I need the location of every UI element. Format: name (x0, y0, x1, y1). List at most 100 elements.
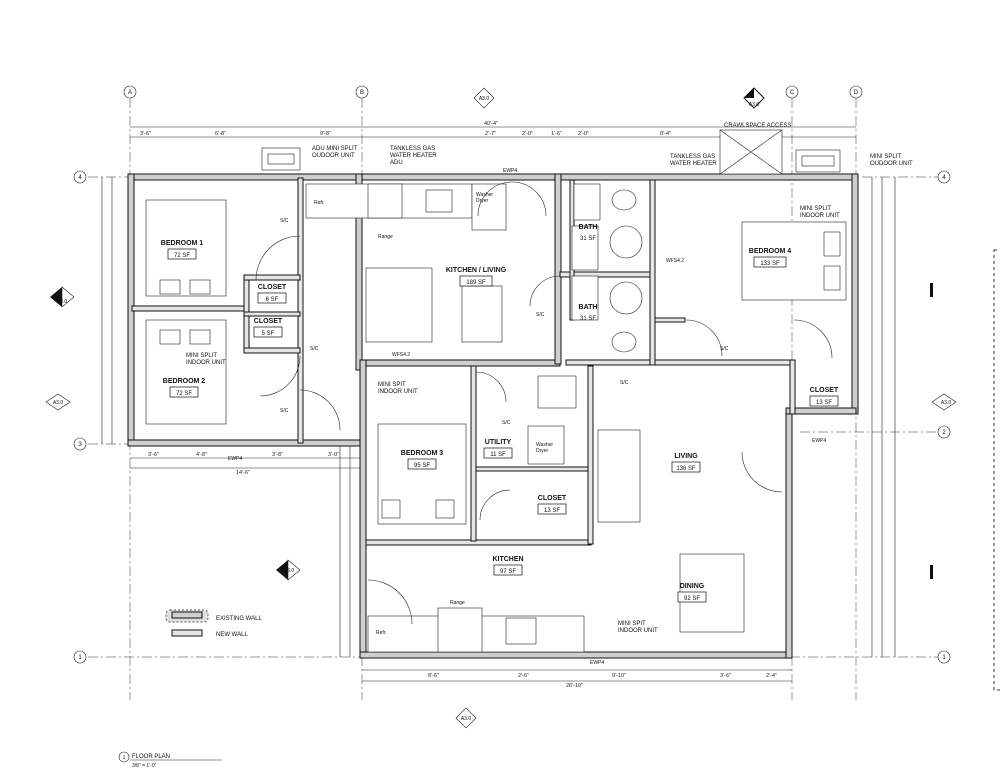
svg-text:4'-8": 4'-8" (196, 452, 207, 458)
section-marker-bottom: A3.0 (455, 707, 477, 729)
label-refr-kitchen: Refr. (376, 630, 387, 636)
label-ewp4-3: EWP4 (812, 438, 826, 444)
svg-text:1'-6": 1'-6" (551, 131, 562, 137)
outdoor-units (261, 129, 841, 175)
svg-text:4: 4 (78, 175, 82, 181)
grid-bubble-1-left: 1 (73, 650, 87, 664)
svg-text:B: B (360, 90, 364, 96)
svg-text:2'-0": 2'-0" (522, 131, 533, 137)
grid-bubble-c: C (785, 85, 799, 99)
section-marker-mid: A3.0 (276, 559, 301, 581)
grid-bubble-4-right: 4 (937, 170, 951, 184)
svg-text:2'-7": 2'-7" (485, 131, 496, 137)
label-range-adu: Range (378, 234, 393, 240)
room-closet-4: CLOSET 13 SF (809, 387, 839, 407)
label-sc-2: S/C (310, 346, 319, 352)
title-text: FLOOR PLAN (132, 754, 170, 760)
svg-text:CLOSET: CLOSET (258, 284, 287, 291)
svg-text:1: 1 (123, 755, 126, 761)
svg-text:9'-10": 9'-10" (612, 673, 626, 679)
wall-legend: EXISTING WALL NEW WALL (165, 609, 262, 638)
svg-text:A3.0: A3.0 (941, 400, 952, 406)
svg-text:3'-6": 3'-6" (148, 452, 159, 458)
svg-text:D: D (854, 90, 859, 96)
svg-text:3'-6": 3'-6" (140, 131, 151, 137)
svg-text:3'-6": 3'-6" (720, 673, 731, 679)
room-bedroom-3: BEDROOM 395 SF (401, 450, 443, 470)
svg-text:KITCHEN / LIVING: KITCHEN / LIVING (446, 267, 507, 274)
svg-text:DINING: DINING (680, 583, 705, 590)
room-bedroom-1: BEDROOM 1 72 SF (161, 240, 204, 260)
svg-text:11 SF: 11 SF (490, 452, 506, 458)
svg-text:13 SF: 13 SF (816, 400, 832, 406)
room-bedroom-2: BEDROOM 272 SF (163, 378, 205, 398)
label-ewp4-1: EWP4 (228, 456, 242, 462)
svg-text:31 SF: 31 SF (580, 236, 596, 242)
svg-text:1: 1 (78, 655, 82, 661)
svg-text:CLOSET: CLOSET (810, 387, 839, 394)
bottom-dimension-string: 3'-6" 4'-8" 3'-8" 3'-0" 14'-6" 8'-6" 2'-… (130, 452, 792, 689)
fixtures (145, 183, 847, 653)
svg-text:NEW WALL: NEW WALL (216, 632, 248, 638)
label-sc-7: S/C (280, 408, 289, 414)
grid-bubble-1-right: 1 (937, 650, 951, 664)
svg-text:BEDROOM 4: BEDROOM 4 (749, 248, 792, 255)
svg-text:95 SF: 95 SF (414, 463, 430, 469)
svg-text:5 SF: 5 SF (262, 331, 275, 337)
svg-text:KITCHEN: KITCHEN (492, 556, 523, 563)
svg-text:1: 1 (942, 655, 946, 661)
svg-text:31 SF: 31 SF (580, 316, 596, 322)
svg-text:2'-0": 2'-0" (578, 131, 589, 137)
svg-text:A: A (128, 90, 132, 96)
section-marker-top-right: A3.0 (743, 87, 765, 109)
svg-text:A3.0: A3.0 (461, 716, 472, 722)
note-crawlspace: CRAWLSPACE ACCESS (724, 123, 791, 129)
grid-bubble-4-left: 4 (73, 170, 87, 184)
grid-bubble-a: A (123, 85, 137, 99)
label-sc-6: S/C (502, 420, 511, 426)
svg-text:4: 4 (942, 175, 946, 181)
svg-text:136 SF: 136 SF (676, 466, 696, 472)
room-kitchen-living: KITCHEN / LIVING 189 SF (446, 267, 507, 287)
svg-text:A3.0: A3.0 (479, 96, 490, 102)
room-closet-1: CLOSET 6 SF (257, 284, 287, 304)
svg-text:C: C (790, 90, 795, 96)
section-marker-left-lower: A3.0 (45, 393, 71, 411)
svg-text:40'-4": 40'-4" (484, 121, 498, 127)
grid-bubble-2-right: 2 (937, 425, 951, 439)
label-sc-4: S/C (620, 380, 629, 386)
svg-text:92 SF: 92 SF (684, 596, 700, 602)
svg-text:8'-6": 8'-6" (428, 673, 439, 679)
section-marker-top-left: A3.0 (473, 87, 495, 109)
label-ewp4-2: EWP4 (503, 168, 517, 174)
svg-text:A3.0: A3.0 (57, 299, 68, 305)
grid-bubble-d: D (849, 85, 863, 99)
svg-text:A3.0: A3.0 (284, 568, 295, 574)
svg-text:2'-6": 2'-6" (518, 673, 529, 679)
svg-text:LIVING: LIVING (674, 453, 698, 460)
section-marker-right: A3.0 (931, 393, 957, 411)
svg-text:189 SF: 189 SF (466, 280, 486, 286)
room-bedroom-4: BEDROOM 4 133 SF (749, 248, 792, 268)
svg-text:EXISTING WALL: EXISTING WALL (216, 616, 262, 622)
svg-text:133 SF: 133 SF (760, 261, 780, 267)
svg-text:72 SF: 72 SF (174, 253, 190, 259)
label-ewp4-4: EWP4 (590, 660, 604, 666)
svg-text:A3.0: A3.0 (749, 102, 760, 108)
svg-text:9'-8": 9'-8" (320, 131, 331, 137)
svg-text:3: 3 (78, 442, 82, 448)
svg-text:BEDROOM 1: BEDROOM 1 (161, 240, 204, 247)
svg-text:6 SF: 6 SF (266, 297, 279, 303)
